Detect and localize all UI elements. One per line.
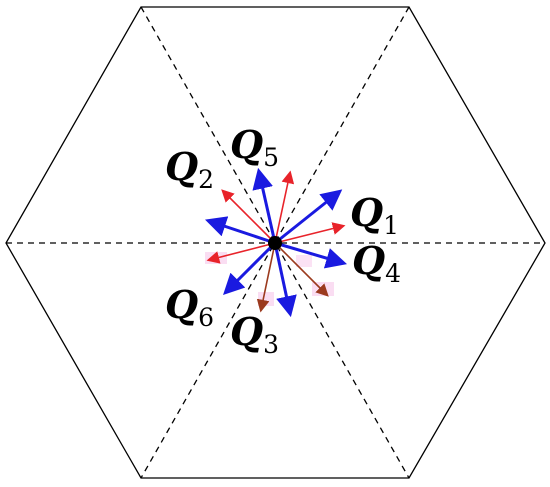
brown-arrow (274, 242, 329, 297)
blue-arrow (274, 189, 343, 245)
blue-arrow (274, 241, 348, 269)
label-q5: Q5 (230, 122, 279, 172)
red-arrows (206, 170, 346, 264)
center-dot-icon (268, 236, 282, 250)
red-arrow (274, 222, 346, 244)
blue-arrows (205, 167, 348, 318)
label-q1: Q1 (350, 190, 399, 240)
red-arrow (221, 189, 276, 244)
dashed-line-diagonal-2 (140, 6, 410, 479)
label-q3: Q3 (230, 309, 279, 359)
brown-arrow (256, 242, 276, 313)
label-q6: Q6 (165, 282, 214, 332)
red-arrow (206, 242, 276, 264)
highlight-patch (296, 255, 312, 267)
blue-arrow (252, 167, 277, 244)
blue-arrow (223, 241, 277, 295)
dashed-line-diagonal-1 (140, 6, 410, 479)
label-q2: Q2 (165, 144, 214, 194)
blue-arrow (273, 242, 297, 318)
highlight-patches (205, 252, 334, 306)
blue-arrow (205, 216, 276, 245)
label-q4: Q4 (352, 238, 401, 288)
highlight-patch (258, 292, 274, 306)
brown-arrows (256, 242, 329, 313)
red-arrow (274, 170, 295, 244)
